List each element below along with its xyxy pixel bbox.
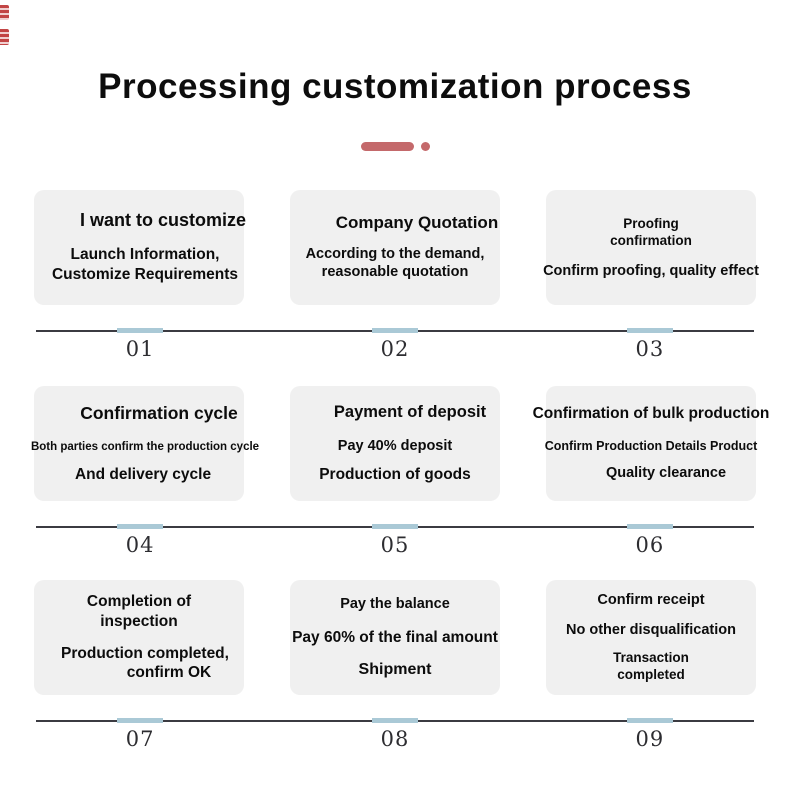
step-title-line: confirmation <box>610 233 692 249</box>
step-description-line: Production of goods <box>319 466 471 484</box>
step-description-line: Launch Information, <box>70 246 220 264</box>
step-description-line: Pay 60% of the final amount <box>292 628 498 646</box>
step-number: 02 <box>380 337 410 361</box>
step-title-line: Proofing <box>623 215 679 231</box>
step-description-line: Both parties confirm the production cycl… <box>30 441 260 454</box>
step-number: 07 <box>125 727 155 751</box>
process-row-2: Confirmation cycle Both parties confirm … <box>31 386 769 558</box>
step-card-07: Completion of inspection Production comp… <box>34 580 244 695</box>
step-description-line: Production completed, <box>61 644 229 662</box>
step-description: Transaction completed <box>613 649 689 684</box>
step-description-line: completed <box>617 667 685 683</box>
step-description-line: Transaction <box>613 649 689 665</box>
step-card-02: Company Quotation According to the deman… <box>290 190 500 305</box>
timeline-marker <box>626 718 673 723</box>
accent-bar <box>360 142 414 151</box>
timeline-marker <box>372 524 418 529</box>
title-accent <box>0 142 790 151</box>
timeline-numbers-3: 07 08 09 <box>34 727 756 752</box>
step-description-line: No other disqualification <box>566 622 736 639</box>
step-title: Completion of inspection <box>87 592 191 632</box>
step-description-line: Shipment <box>358 660 432 678</box>
step-description-line: According to the demand, <box>305 245 485 262</box>
step-number: 01 <box>125 337 155 361</box>
timeline-marker <box>117 328 164 333</box>
step-card-03: Proofing confirmation Confirm proofing, … <box>543 190 759 305</box>
step-description-line: And delivery cycle <box>74 466 212 484</box>
timeline-1 <box>34 328 756 333</box>
step-description-line: Confirm Production Details Product <box>544 438 758 453</box>
step-card-09: Confirm receipt No other disqualificatio… <box>546 580 756 695</box>
step-title: Company Quotation <box>335 213 499 233</box>
step-description-line: Quality clearance <box>605 465 727 482</box>
step-description: Launch Information, Customize Requiremen… <box>52 245 238 285</box>
step-description-line: reasonable quotation <box>321 264 469 281</box>
watermark-mark-bottom <box>0 29 9 45</box>
step-number: 04 <box>125 533 155 557</box>
process-row-1: I want to customize Launch Information, … <box>34 190 759 362</box>
step-card-06: Confirmation of bulk production Confirm … <box>533 386 769 501</box>
step-description: According to the demand, reasonable quot… <box>306 245 485 282</box>
step-description-line: Pay 40% deposit <box>337 437 453 454</box>
step-title: Proofing confirmation <box>610 215 692 250</box>
watermark-mark-top <box>0 5 9 20</box>
step-card-01: I want to customize Launch Information, … <box>34 190 247 305</box>
step-title: Confirmation of bulk production <box>532 405 770 423</box>
step-description-line: Customize Requirements <box>51 265 239 283</box>
step-card-05: Payment of deposit Pay 40% deposit Produ… <box>290 386 500 501</box>
step-number: 08 <box>380 727 410 751</box>
timeline-numbers-2: 04 05 06 <box>34 533 756 558</box>
step-title-line: inspection <box>100 612 178 630</box>
timeline-marker <box>372 718 418 723</box>
timeline-numbers-1: 01 02 03 <box>34 337 756 362</box>
step-title-line: Completion of <box>86 592 192 610</box>
process-row-3: Completion of inspection Production comp… <box>34 580 756 752</box>
accent-dot <box>420 142 430 151</box>
page-title: Processing customization process <box>98 67 692 106</box>
timeline-2 <box>34 524 756 529</box>
step-description-line: confirm OK <box>126 664 212 682</box>
step-title: Pay the balance <box>340 596 450 613</box>
step-number: 03 <box>635 337 665 361</box>
step-title: I want to customize <box>79 210 247 231</box>
step-description: Production completed, confirm OK <box>55 644 229 684</box>
timeline-marker <box>626 524 673 529</box>
timeline-marker <box>117 524 164 529</box>
process-grid: I want to customize Launch Information, … <box>0 190 790 752</box>
step-number: 05 <box>380 533 410 557</box>
timeline-marker <box>372 328 418 333</box>
step-title: Confirm receipt <box>597 591 705 608</box>
timeline-marker <box>626 328 673 333</box>
step-number: 09 <box>635 727 665 751</box>
step-title: Confirmation cycle <box>80 402 238 423</box>
timeline-3 <box>34 718 756 723</box>
timeline-marker <box>117 718 164 723</box>
step-card-04: Confirmation cycle Both parties confirm … <box>31 386 259 501</box>
step-card-08: Pay the balance Pay 60% of the final amo… <box>290 580 500 695</box>
step-title: Payment of deposit <box>333 402 487 421</box>
step-number: 06 <box>635 533 665 557</box>
step-description-line: Confirm proofing, quality effect <box>543 263 759 280</box>
